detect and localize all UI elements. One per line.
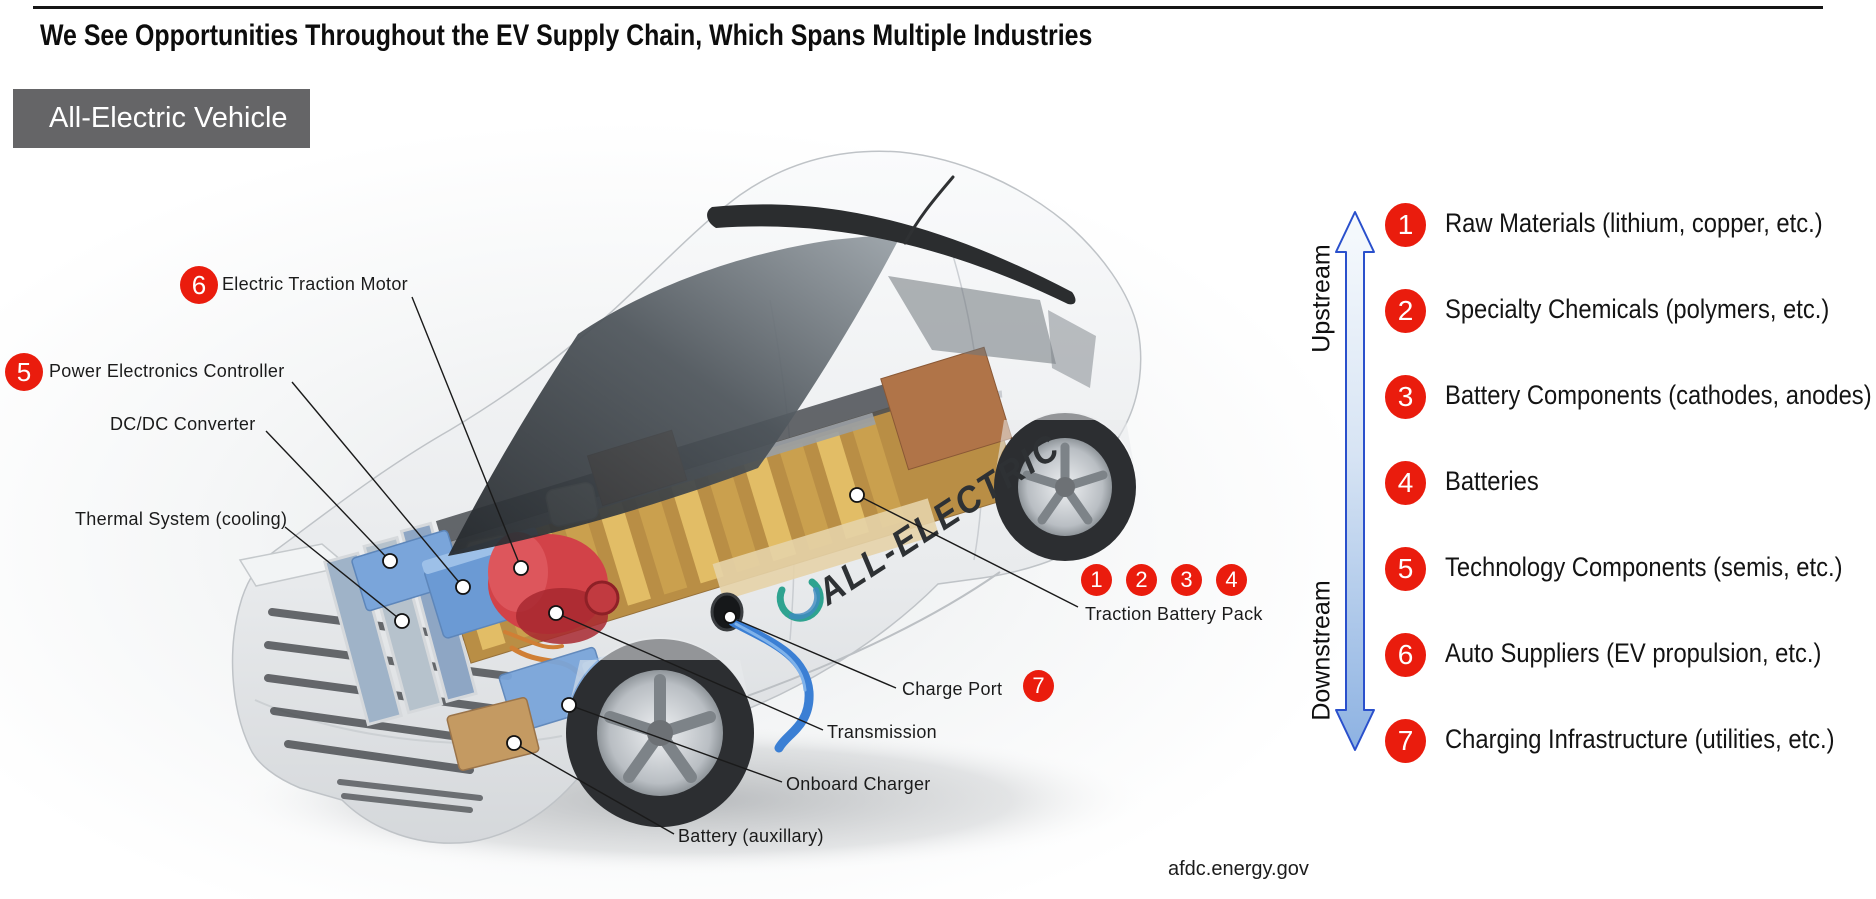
callout-label-charge-port: Charge Port: [902, 679, 1003, 699]
charge-cable-highlight: [734, 622, 807, 692]
upstream-downstream-arrow: [1335, 211, 1375, 751]
list-item-auto-suppliers: Auto Suppliers (EV propulsion, etc.): [1445, 638, 1822, 668]
list-item-raw-materials: Raw Materials (lithium, copper, etc.): [1445, 208, 1823, 238]
callout-label-power-electronics-controller: Power Electronics Controller: [49, 361, 285, 381]
callout-label-transmission: Transmission: [827, 722, 937, 742]
list-badge-5: 5: [1385, 547, 1426, 591]
upstream-label: Upstream: [1307, 244, 1336, 353]
callout-badge-7: 7: [1023, 670, 1054, 702]
page-title: We See Opportunities Throughout the EV S…: [40, 19, 1093, 52]
leader-dots: [382, 487, 865, 751]
callout-label-onboard-charger: Onboard Charger: [786, 774, 931, 794]
callout-label-dc-dc-converter: DC/DC Converter: [110, 414, 256, 434]
aux-battery-art: [446, 697, 540, 771]
side-window: [888, 276, 1056, 364]
callout-label-thermal-system: Thermal System (cooling): [75, 509, 288, 529]
list-item-specialty-chemicals: Specialty Chemicals (polymers, etc.): [1445, 294, 1830, 324]
downstream-label: Downstream: [1307, 580, 1336, 721]
list-badge-6: 6: [1385, 633, 1426, 677]
rear-quarter-window: [1048, 310, 1096, 388]
pack-badge-2: 2: [1126, 564, 1157, 596]
callout-label-battery-auxillary: Battery (auxillary): [678, 826, 824, 846]
list-badge-1: 1: [1385, 203, 1426, 247]
roof-stripe: [707, 204, 1076, 305]
list-badge-7: 7: [1385, 719, 1426, 763]
callout-label-electric-traction-motor: Electric Traction Motor: [222, 274, 408, 294]
list-item-battery-components: Battery Components (cathodes, anodes): [1445, 380, 1872, 410]
antenna: [903, 175, 955, 245]
list-badge-4: 4: [1385, 461, 1426, 505]
callout-badge-6: 6: [180, 266, 218, 304]
pack-badge-1: 1: [1081, 564, 1112, 596]
source-attribution: afdc.energy.gov: [1168, 858, 1309, 880]
windshield: [448, 233, 902, 556]
charge-cable: [728, 617, 814, 753]
pack-badge-3: 3: [1171, 564, 1202, 596]
list-badge-2: 2: [1385, 289, 1426, 333]
leader-lines: [265, 296, 1079, 835]
rear-wheel: [994, 411, 1136, 561]
green-ev-logo: [776, 578, 824, 622]
callout-label-traction-battery-pack: Traction Battery Pack: [1085, 604, 1263, 624]
top-rule: [33, 6, 1823, 9]
list-badge-3: 3: [1385, 375, 1426, 419]
pack-badge-4: 4: [1216, 564, 1247, 596]
callout-badge-5: 5: [5, 353, 43, 391]
list-item-batteries: Batteries: [1445, 466, 1539, 496]
list-item-charging-infrastructure: Charging Infrastructure (utilities, etc.…: [1445, 724, 1835, 754]
lower-intake: [337, 779, 483, 813]
front-wheel: [566, 636, 754, 827]
list-item-technology-components: Technology Components (semis, etc.): [1445, 552, 1843, 582]
